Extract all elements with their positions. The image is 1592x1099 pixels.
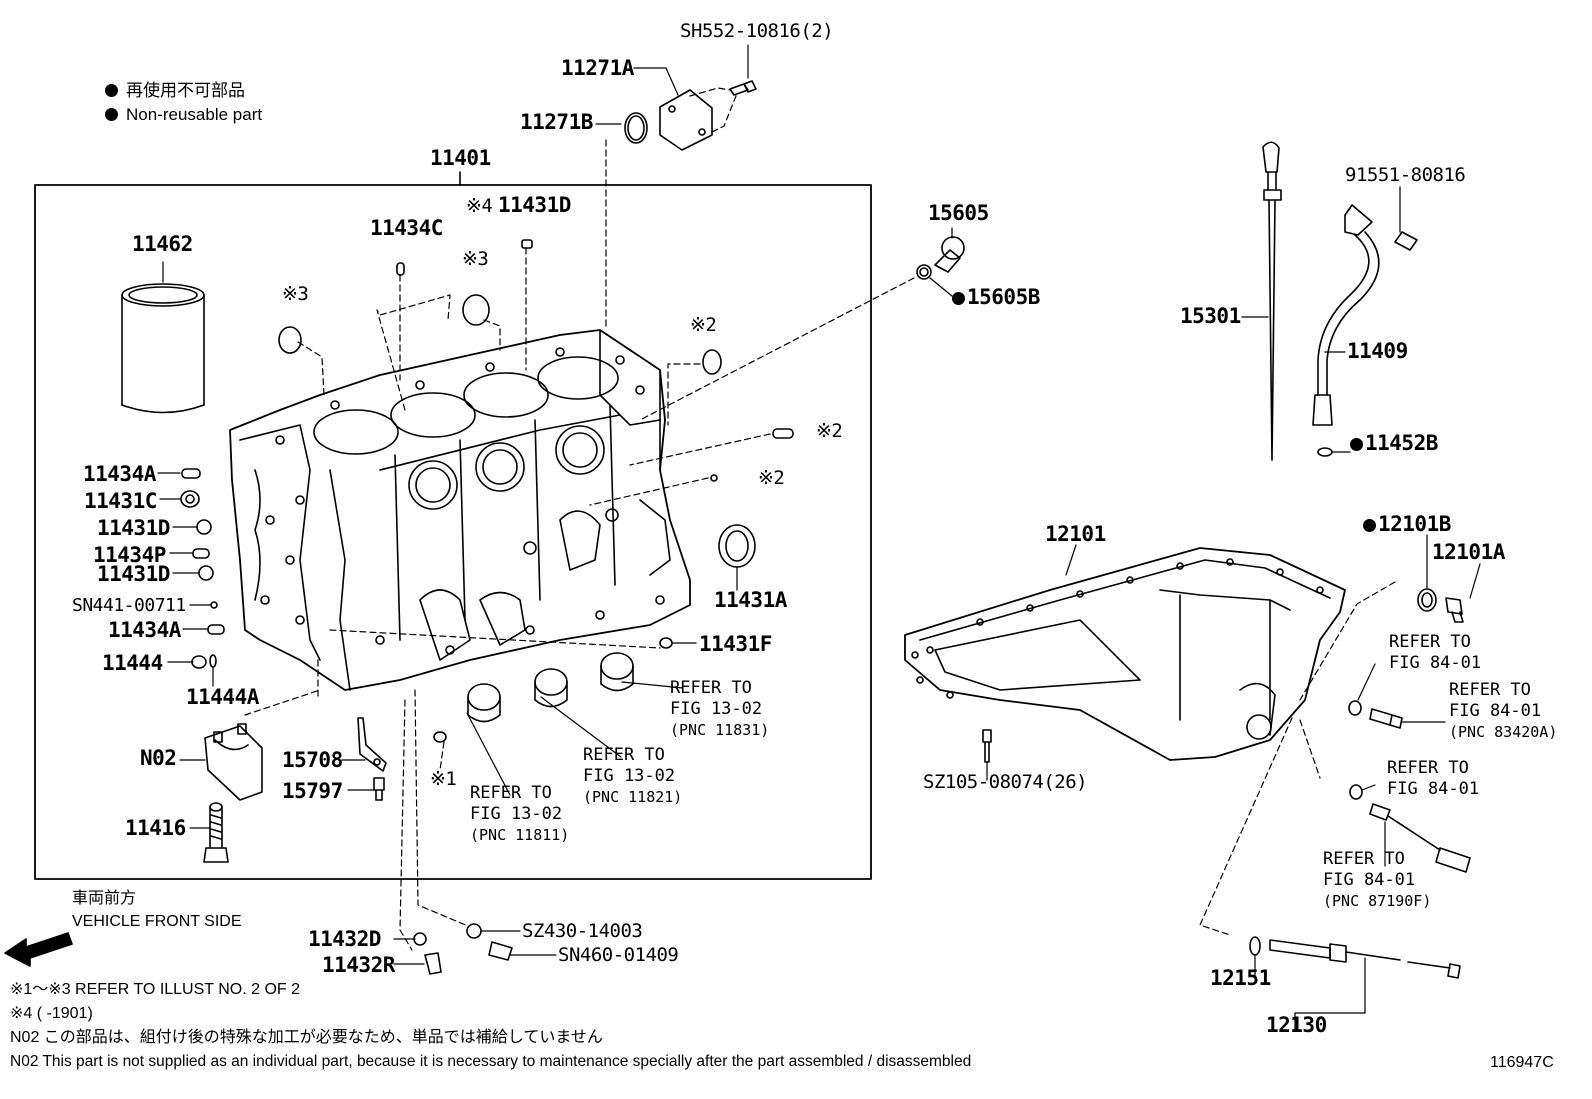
label-12130: 12130	[1266, 1013, 1327, 1037]
dipstick-guide-11409	[1312, 204, 1418, 457]
label-15605: 15605	[928, 201, 989, 225]
oil-pan-12101	[904, 547, 1346, 761]
label-11444a: 11444A	[186, 685, 259, 709]
label-15797: 15797	[282, 779, 343, 803]
label-15301: 15301	[1180, 304, 1241, 328]
mark-2-a: ※2	[690, 314, 717, 336]
label-sz430: SZ430-14003	[522, 920, 643, 942]
label-11431d-top: 11431D	[498, 193, 571, 217]
label-11416: 11416	[125, 816, 186, 840]
label-sz105: SZ105-08074(26)	[923, 771, 1088, 793]
vehicle-front-en: VEHICLE FRONT SIDE	[72, 913, 242, 930]
sensors-right	[1249, 700, 1471, 979]
label-11431a: 11431A	[714, 588, 787, 612]
bearing-cap-n02	[204, 723, 263, 801]
label-11462: 11462	[132, 232, 193, 256]
label-12101a: 12101A	[1432, 540, 1505, 564]
label-11401: 11401	[430, 146, 491, 170]
label-11432d: 11432D	[308, 927, 381, 951]
label-11452b: 11452B	[1350, 433, 1438, 454]
left-side-plugs	[180, 468, 225, 669]
label-sn460: SN460-01409	[558, 944, 679, 966]
footnote-3: N02 この部品は、組付け後の特殊な加工が必要なため、単品では補給していません	[10, 1029, 603, 1046]
label-sh552: SH552-10816(2)	[680, 20, 834, 42]
label-11432r: 11432R	[322, 953, 395, 977]
mark-4: ※4	[466, 195, 493, 217]
mark-3-top: ※3	[462, 248, 489, 270]
legend-en: Non-reusable part	[105, 106, 262, 123]
label-12151: 12151	[1210, 966, 1271, 990]
label-11271a: 11271A	[561, 56, 634, 80]
label-15708: 15708	[282, 748, 343, 772]
non-reusable-dot-icon	[952, 292, 965, 305]
label-15605b: 15605B	[952, 287, 1040, 308]
footnote-1: ※1〜※3 REFER TO ILLUST NO. 2 OF 2	[10, 981, 301, 998]
label-11271b: 11271B	[520, 110, 593, 134]
engine-block-illustration	[229, 329, 691, 691]
leader-lines	[157, 44, 1481, 1031]
oil-jet-15708	[357, 717, 387, 801]
plug-15605	[916, 236, 965, 280]
cylinder-block-frame	[34, 184, 872, 880]
label-91551: 91551-80816	[1345, 164, 1466, 186]
mark-3-left: ※3	[282, 283, 309, 305]
label-11434a-2: 11434A	[108, 618, 181, 642]
label-11431f: 11431F	[699, 632, 772, 656]
label-12101b: 12101B	[1363, 514, 1451, 535]
label-11431d-2: 11431D	[97, 562, 170, 586]
mark-2-c: ※2	[758, 467, 785, 489]
illustration-number: 116947C	[1490, 1054, 1554, 1071]
mark-1: ※1	[430, 768, 457, 790]
vehicle-front-jp: 車両前方	[72, 890, 137, 907]
cylinder-liner-11462	[121, 283, 205, 414]
dashed-leader-lines	[244, 87, 1396, 951]
label-11431d-1: 11431D	[97, 516, 170, 540]
label-11409: 11409	[1347, 339, 1408, 363]
footnote-2: ※4 ( -1901)	[10, 1005, 93, 1022]
non-reusable-dot-icon	[1350, 438, 1363, 451]
label-12101: 12101	[1045, 522, 1106, 546]
pan-bolt-sz105	[982, 729, 992, 763]
dipstick-15301	[1262, 141, 1282, 461]
label-sn441: SN441-00711	[72, 595, 186, 616]
non-reusable-dot-icon	[105, 84, 118, 97]
vehicle-front-arrow	[4, 932, 73, 967]
label-11444: 11444	[102, 651, 163, 675]
label-11434a-1: 11434A	[83, 462, 156, 486]
cover-11271	[624, 80, 757, 151]
mark-2-b: ※2	[816, 420, 843, 442]
label-n02: N02	[140, 746, 177, 770]
bearing-shells	[467, 652, 634, 723]
legend-jp: 再使用不可部品	[105, 82, 245, 99]
drain-plug-12101	[1417, 588, 1464, 623]
non-reusable-dot-icon	[105, 108, 118, 121]
label-11431c: 11431C	[84, 489, 157, 513]
footnote-4: N02 This part is not supplied as an indi…	[10, 1053, 972, 1070]
label-11434c: 11434C	[370, 216, 443, 240]
non-reusable-dot-icon	[1363, 519, 1376, 532]
label-11434p: 11434P	[93, 543, 166, 567]
bolt-11416	[203, 802, 229, 863]
